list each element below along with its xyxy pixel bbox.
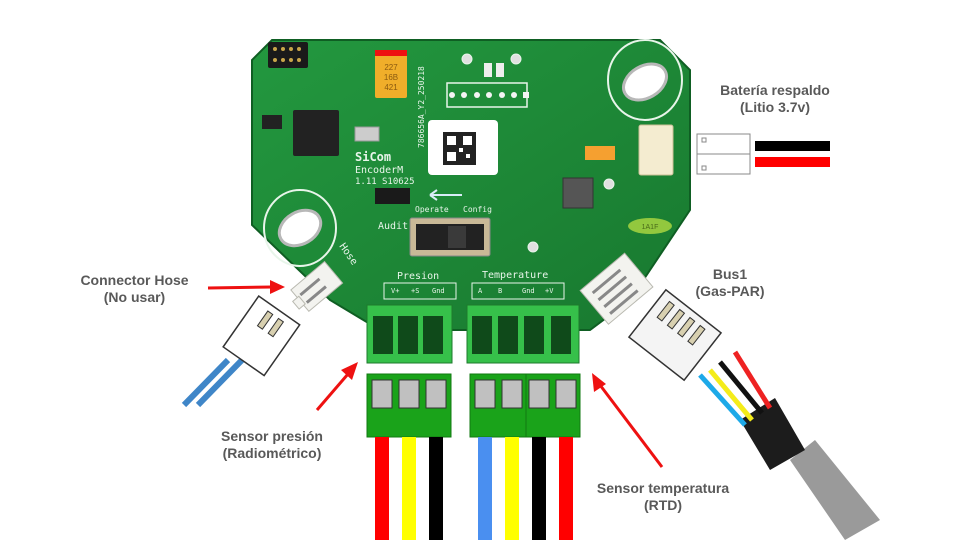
- temperature-header: Temperature: [482, 270, 548, 281]
- pressure-terminal-plug[interactable]: [366, 373, 452, 438]
- bus1-connector-plug[interactable]: [627, 288, 723, 382]
- microcontroller-chip: [293, 110, 339, 156]
- temperature-wire: [478, 437, 492, 540]
- temperature-terminal-socket: [466, 304, 580, 364]
- temperature-terminal-plug[interactable]: [469, 373, 581, 438]
- battery-wire: [755, 157, 830, 167]
- header-j9: [446, 82, 529, 108]
- temp-pin-v-plus: +V: [545, 287, 554, 295]
- pcb-brand: SiCom: [355, 150, 391, 164]
- ic-u2: [262, 115, 282, 129]
- cap-mark-2: 16B: [384, 73, 398, 82]
- arrow-hose: [207, 280, 285, 294]
- hose-connector-plug[interactable]: [222, 295, 301, 377]
- presion-pin-v-plus: V+: [391, 287, 399, 295]
- pcb-model: EncoderM: [355, 165, 403, 176]
- test-point: [461, 53, 473, 65]
- cap-mark-3: 421: [384, 83, 398, 92]
- switch-config-label: Config: [463, 205, 492, 214]
- hose-label-line1: Connector Hose: [80, 272, 189, 288]
- audit-label: Audit: [378, 221, 408, 232]
- bus1-label-line2: (Gas-PAR): [695, 283, 765, 299]
- cap-mark-1: 227: [384, 63, 398, 72]
- led: [484, 63, 492, 77]
- bus1-label: Bus1 (Gas-PAR): [680, 266, 780, 300]
- pcb-serial: S10625: [382, 177, 415, 187]
- presion-pin-s-plus: +S: [411, 287, 419, 295]
- pressure-wire: [402, 437, 416, 540]
- hose-label-line2: (No usar): [103, 289, 166, 305]
- switch-operate-label: Operate: [415, 205, 449, 214]
- pressure-label-line1: Sensor presión: [221, 428, 323, 444]
- test-point: [510, 53, 522, 65]
- pcb-version: 1.11: [355, 177, 377, 187]
- hose-wire: [195, 357, 245, 408]
- crystal: [354, 126, 380, 142]
- pressure-terminal-socket: [366, 304, 453, 364]
- led: [496, 63, 504, 77]
- battery-connector-socket: [638, 124, 674, 176]
- arrow-left-icon: [429, 189, 462, 201]
- temperature-wire: [532, 437, 546, 540]
- test-point: [603, 178, 615, 190]
- temperature-label-line1: Sensor temperatura: [596, 480, 730, 496]
- inductor: [562, 177, 594, 209]
- pressure-sensor-label: Sensor presión (Radiométrico): [202, 428, 342, 462]
- audit-header: [375, 188, 410, 204]
- mounting-hole-t1: [263, 189, 337, 267]
- battery-label-line1: Batería respaldo: [720, 82, 830, 98]
- temperature-sensor-label: Sensor temperatura (RTD): [583, 480, 743, 514]
- presion-header: Presion: [397, 271, 439, 282]
- temperature-wires: [478, 437, 573, 540]
- temperature-wire: [505, 437, 519, 540]
- bus1-label-line1: Bus1: [712, 266, 748, 282]
- fuse-mark: 1A1F: [642, 224, 659, 231]
- temp-pin-gnd: Gnd: [522, 287, 535, 295]
- hose-wire: [181, 357, 231, 408]
- hose-label: Connector Hose (No usar): [62, 272, 207, 306]
- temperature-label-line2: (RTD): [643, 497, 683, 513]
- battery-label: Batería respaldo (Litio 3.7v): [700, 82, 850, 116]
- temp-pin-b: B: [498, 287, 502, 295]
- qr-code-label: [428, 120, 498, 175]
- test-point: [527, 241, 539, 253]
- bus1-cable: [698, 350, 880, 540]
- arrow-pressure: [315, 362, 358, 411]
- hose-wires: [181, 357, 245, 408]
- fuse: 1A1F: [628, 218, 672, 234]
- mode-switch[interactable]: [409, 217, 491, 257]
- arrow-temperature: [592, 373, 664, 468]
- pressure-wire: [375, 437, 389, 540]
- hose-socket: [290, 260, 344, 313]
- pressure-label-line2: (Radiométrico): [222, 445, 322, 461]
- temp-pin-a: A: [478, 287, 483, 295]
- battery-label-line2: (Litio 3.7v): [739, 99, 810, 115]
- pin-header-j10: [268, 42, 308, 68]
- presion-pin-gnd: Gnd: [432, 287, 445, 295]
- part-number: 786656A_Y2_250218: [417, 66, 426, 148]
- battery-connector-plug[interactable]: [696, 133, 751, 175]
- battery-wire: [755, 141, 830, 151]
- battery-wires: [755, 141, 830, 167]
- mounting-hole-t2: [607, 39, 683, 121]
- pressure-wires: [375, 437, 443, 540]
- pressure-wire: [429, 437, 443, 540]
- tantalum-capacitor: 227 16B 421: [375, 50, 407, 98]
- bus1-socket: [579, 252, 654, 325]
- pcb-board: 227 16B 421 786656A_Y2_250218 SiCom Enco…: [251, 39, 691, 331]
- temperature-wire: [559, 437, 573, 540]
- smd-capacitor: [585, 146, 615, 160]
